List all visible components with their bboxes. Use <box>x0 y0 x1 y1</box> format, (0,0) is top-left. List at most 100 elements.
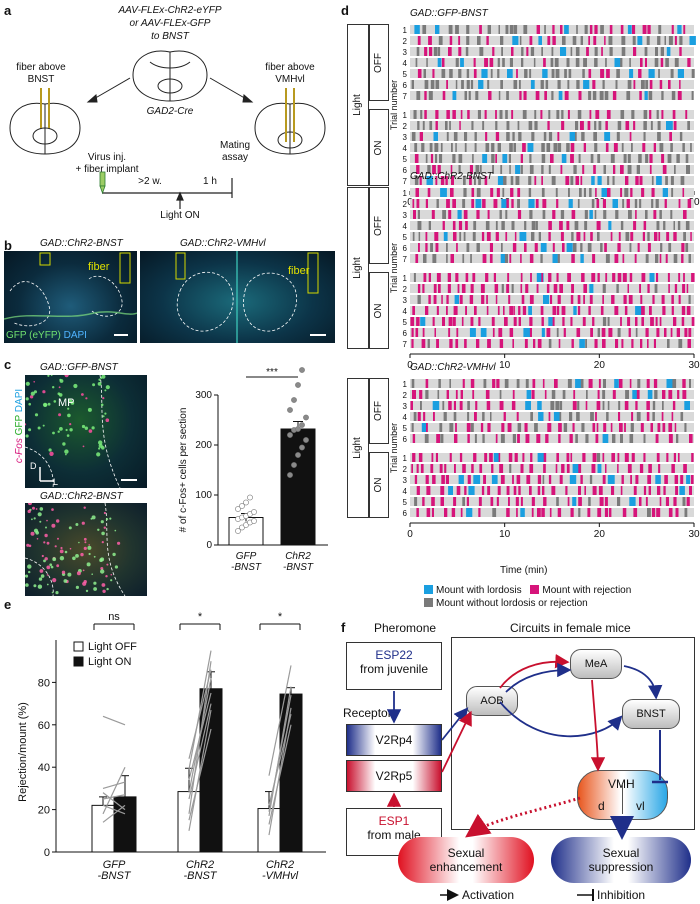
mount-event <box>626 91 631 100</box>
mount-event <box>560 232 564 241</box>
mount-event <box>415 58 418 67</box>
mount-event <box>475 91 479 100</box>
mount-event <box>673 232 677 241</box>
mount-event <box>590 328 593 337</box>
cell-dot <box>101 531 105 536</box>
mount-event <box>635 328 638 337</box>
mount-event <box>534 110 537 119</box>
mount-event <box>691 453 694 462</box>
mount-event <box>428 36 432 45</box>
trial-track <box>410 210 694 219</box>
mount-event <box>605 143 609 152</box>
mount-event <box>495 132 500 141</box>
mount-event <box>497 486 501 495</box>
mount-event <box>637 379 641 388</box>
cell-dot <box>46 541 50 545</box>
mount-event <box>424 110 427 119</box>
mount-event <box>536 434 541 443</box>
mount-event <box>583 295 585 304</box>
mount-event <box>425 243 428 252</box>
trial-number: 7 <box>403 255 408 264</box>
trial-number: 7 <box>403 177 408 186</box>
raster-tick-label: 30 <box>688 529 700 540</box>
cell-dot <box>31 518 33 521</box>
mount-event <box>512 36 519 45</box>
y-tick-label: 40 <box>38 762 50 774</box>
mount-event <box>572 423 575 432</box>
mount-event <box>455 143 457 152</box>
mount-event <box>543 295 550 304</box>
mount-event <box>561 121 565 130</box>
trial-track <box>410 221 694 230</box>
mount-event <box>499 110 503 119</box>
mount-event <box>588 36 590 45</box>
paired-line <box>102 766 126 815</box>
mount-event <box>656 328 660 337</box>
mount-event <box>596 401 601 410</box>
mount-event <box>433 412 435 421</box>
mount-event <box>584 25 588 34</box>
mount-event <box>450 188 454 197</box>
mount-event <box>682 379 686 388</box>
mount-event <box>649 80 653 89</box>
mount-event <box>501 199 508 208</box>
mount-event <box>683 464 687 473</box>
mount-event <box>486 232 491 241</box>
from-male-label: from male <box>367 828 421 842</box>
mount-event <box>534 176 537 185</box>
mount-event <box>614 254 619 263</box>
mount-event <box>689 36 696 45</box>
mount-event <box>632 36 636 45</box>
mount-event <box>620 58 623 67</box>
mount-event <box>520 154 523 163</box>
mount-event <box>625 232 630 241</box>
mount-event <box>524 221 527 230</box>
mount-event <box>531 508 534 517</box>
mount-event <box>573 306 577 315</box>
mount-event <box>505 210 508 219</box>
mount-event <box>599 497 604 506</box>
mount-event <box>485 273 489 282</box>
mount-event <box>487 210 490 219</box>
mount-event <box>524 69 528 78</box>
mount-event <box>411 80 414 89</box>
cell-dot <box>43 541 46 544</box>
mount-event <box>560 210 565 219</box>
timeline-light-label: Light ON <box>160 210 200 221</box>
mount-event <box>517 210 522 219</box>
mount-event <box>573 165 577 174</box>
trial-number: 2 <box>403 391 408 400</box>
trial-track <box>410 339 694 348</box>
cell-dot <box>57 430 60 433</box>
mount-event <box>600 69 605 78</box>
mount-event <box>491 464 494 473</box>
cell-dot <box>81 424 86 429</box>
mount-event <box>551 91 554 100</box>
mount-event <box>529 317 533 326</box>
mount-event <box>578 497 582 506</box>
cell-dot <box>84 541 87 544</box>
mount-event <box>435 80 440 89</box>
trial-track <box>410 497 694 506</box>
mount-event <box>597 464 602 473</box>
mount-event <box>638 154 642 163</box>
mount-event <box>648 91 653 100</box>
mount-event <box>677 69 684 78</box>
mount-event <box>651 176 654 185</box>
mount-event <box>655 254 659 263</box>
cell-dot <box>25 397 29 401</box>
mount-event <box>596 423 599 432</box>
mount-event <box>592 254 596 263</box>
mount-event <box>422 284 425 293</box>
mount-event <box>508 497 510 506</box>
mount-event <box>424 80 429 89</box>
mount-event <box>470 423 474 432</box>
mount-event <box>478 80 484 89</box>
mount-event <box>416 486 420 495</box>
mount-event <box>504 379 509 388</box>
mount-event <box>639 176 643 185</box>
mount-event <box>413 412 417 421</box>
mount-event <box>541 508 545 517</box>
mount-event <box>548 132 553 141</box>
mount-event <box>608 221 612 230</box>
